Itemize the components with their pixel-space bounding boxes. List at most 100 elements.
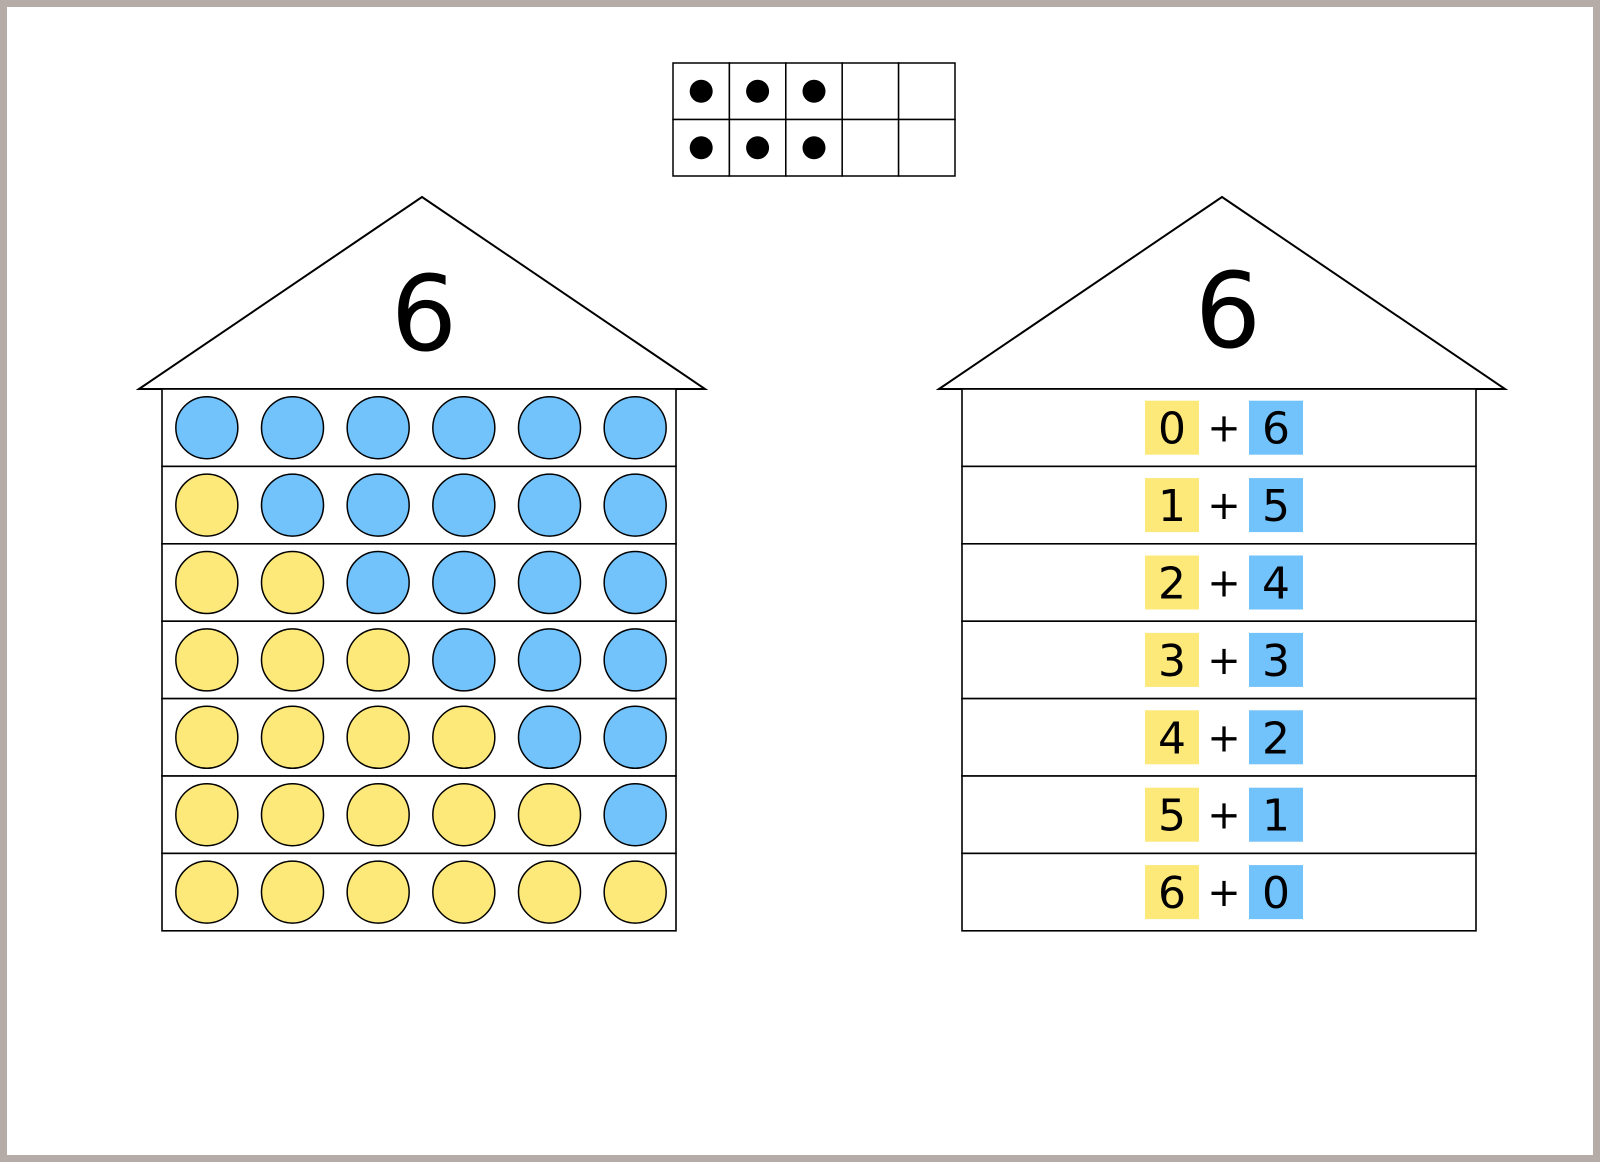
addend-left: 6 (1158, 868, 1186, 919)
addend-right: 4 (1262, 559, 1290, 610)
addend-left: 4 (1158, 713, 1186, 764)
yellow-counter (260, 782, 325, 847)
addend-left: 0 (1158, 404, 1186, 455)
ten-frame-dot (689, 79, 713, 103)
plus-sign: + (1207, 793, 1241, 839)
ten-frame-dot (746, 79, 770, 103)
blue-counter (432, 395, 496, 460)
blue-counter (603, 395, 667, 460)
equation-row (961, 388, 1477, 468)
plus-sign: + (1207, 715, 1241, 761)
house-dots-row (161, 775, 677, 855)
yellow-counter (260, 705, 325, 770)
plus-sign: + (1207, 870, 1241, 916)
yellow-counter (432, 782, 496, 847)
addend-right-box (1249, 787, 1303, 842)
blue-counter (517, 705, 582, 770)
equation-row (961, 465, 1477, 545)
yellow-counter (260, 860, 325, 924)
blue-counter (603, 628, 667, 692)
yellow-counter (175, 860, 239, 924)
blue-counter (432, 550, 496, 615)
yellow-counter (432, 860, 496, 924)
ten-frame-cell (841, 118, 900, 177)
addend-right-box (1249, 865, 1303, 920)
yellow-counter (517, 860, 582, 924)
addend-left-box (1145, 710, 1199, 765)
yellow-counter (175, 782, 239, 847)
addend-right: 0 (1262, 868, 1290, 919)
equation-row (961, 542, 1477, 622)
house-dots-row (161, 542, 677, 622)
blue-counter (260, 395, 325, 460)
yellow-counter (517, 782, 582, 847)
yellow-counter (346, 705, 410, 770)
ten-frame-dot (802, 136, 826, 160)
addend-right-box (1249, 555, 1303, 610)
plus-sign: + (1207, 483, 1241, 529)
yellow-counter (175, 473, 239, 537)
yellow-counter (603, 860, 667, 924)
addend-right-box (1249, 710, 1303, 765)
addend-left: 5 (1158, 791, 1186, 842)
addend-right-box (1249, 478, 1303, 533)
house-dots-row (161, 388, 677, 468)
addend-left-box (1145, 555, 1199, 610)
addend-left-box (1145, 478, 1199, 533)
house-dots-row (161, 852, 677, 932)
addend-right: 2 (1262, 713, 1290, 764)
yellow-counter (346, 782, 410, 847)
addend-left-box (1145, 865, 1199, 920)
blue-counter (260, 473, 325, 537)
house-dots: 6 (135, 195, 709, 932)
addend-left-box (1145, 787, 1199, 842)
addend-right-box (1249, 400, 1303, 455)
house-dots-row (161, 465, 677, 545)
plus-sign: + (1207, 406, 1241, 452)
plus-sign: + (1207, 638, 1241, 684)
addend-right: 3 (1262, 636, 1290, 687)
yellow-counter (432, 705, 496, 770)
ten-frame-dot (689, 136, 713, 160)
addend-right-box (1249, 632, 1303, 687)
blue-counter (603, 782, 667, 847)
blue-counter (432, 628, 496, 692)
house-dots-row (161, 620, 677, 700)
ten-frame-cell (897, 118, 956, 177)
ten-frame (672, 62, 956, 177)
blue-counter (603, 705, 667, 770)
addend-left-box (1145, 400, 1199, 455)
ten-frame-cell (897, 62, 956, 121)
equation-row (961, 620, 1477, 700)
yellow-counter (346, 860, 410, 924)
blue-counter (603, 550, 667, 615)
yellow-counter (346, 628, 410, 692)
yellow-counter (260, 550, 325, 615)
yellow-counter (175, 705, 239, 770)
blue-counter (517, 395, 582, 460)
blue-counter (346, 550, 410, 615)
ten-frame-cell (841, 62, 900, 121)
yellow-counter (260, 628, 325, 692)
house-dots-row (161, 697, 677, 777)
ten-frame-dot (746, 136, 770, 160)
house-equations: 6 0+61+52+43+34+25+16+0 (935, 195, 1509, 932)
blue-counter (517, 473, 582, 537)
blue-counter (346, 473, 410, 537)
addend-left: 3 (1158, 636, 1186, 687)
equation-row (961, 852, 1477, 932)
equation-row (961, 697, 1477, 777)
blue-counter (517, 628, 582, 692)
blue-counter (175, 395, 239, 460)
house-dots-roof-number: 6 (391, 253, 457, 375)
addend-left: 2 (1158, 559, 1186, 610)
ten-frame-dot (802, 79, 826, 103)
addend-left: 1 (1158, 481, 1186, 532)
addend-right: 5 (1262, 481, 1290, 532)
addend-left-box (1145, 632, 1199, 687)
blue-counter (517, 550, 582, 615)
yellow-counter (175, 628, 239, 692)
plus-sign: + (1207, 561, 1241, 607)
worksheet-canvas: 6 6 0+61+52+43+34+25+16+0 (135, 62, 1509, 932)
blue-counter (603, 473, 667, 537)
